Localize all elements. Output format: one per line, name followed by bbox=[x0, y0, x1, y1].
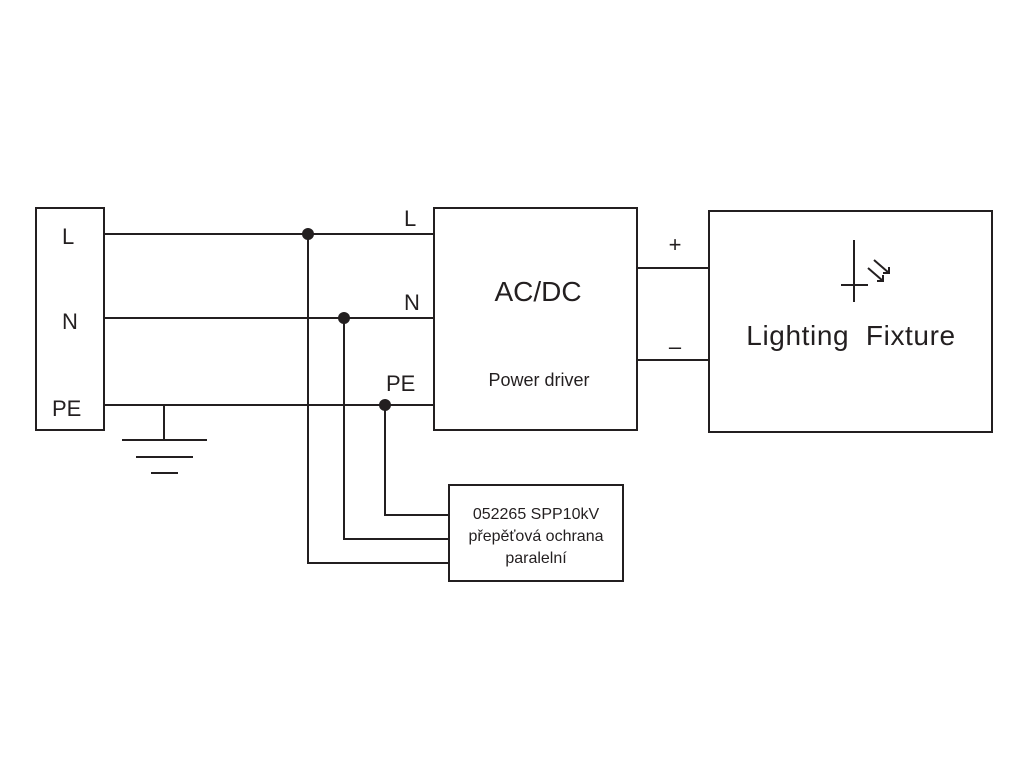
driver-box bbox=[433, 207, 638, 431]
output-label-minus: – bbox=[669, 334, 682, 359]
surge-protector-box bbox=[448, 484, 624, 582]
driver-subtitle: Power driver bbox=[488, 370, 589, 390]
output-label-plus: + bbox=[669, 232, 682, 257]
terminal-label-pe: PE bbox=[52, 396, 81, 421]
terminal-label-l: L bbox=[62, 224, 74, 249]
surge-line-1: 052265 SPP10kV bbox=[473, 506, 600, 523]
branch-wire-n bbox=[343, 318, 449, 540]
branch-wire-l bbox=[307, 234, 449, 564]
terminal-block bbox=[35, 207, 105, 431]
driver-input-label-l: L bbox=[404, 206, 416, 231]
driver-title: AC/DC bbox=[494, 276, 581, 307]
branch-wire-pe bbox=[384, 405, 449, 516]
surge-line-2: přepěťová ochrana bbox=[469, 528, 604, 545]
surge-line-3: paralelní bbox=[505, 550, 567, 567]
fixture-box bbox=[708, 210, 993, 433]
driver-input-label-n: N bbox=[404, 290, 420, 315]
fixture-title: Lighting Fixture bbox=[746, 320, 955, 351]
terminal-label-n: N bbox=[62, 309, 78, 334]
driver-input-label-pe: PE bbox=[386, 371, 415, 396]
led-icon bbox=[841, 240, 890, 302]
ground-icon bbox=[122, 405, 207, 474]
